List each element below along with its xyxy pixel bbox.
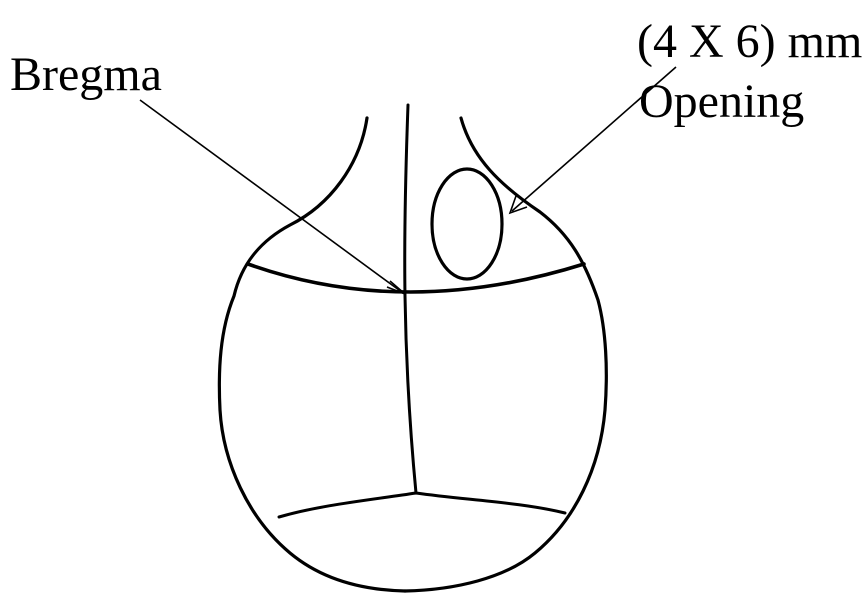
bregma-label: Bregma (10, 48, 162, 101)
opening-size-label: (4 X 6) mm (637, 15, 862, 68)
craniotomy-opening (432, 169, 502, 279)
lambdoid-suture (279, 493, 565, 517)
opening-label: Opening (639, 75, 804, 128)
opening-pointer-line (512, 67, 676, 211)
coronal-suture (248, 264, 584, 292)
skull-outline-right (405, 118, 606, 591)
skull-outline-left (219, 118, 405, 591)
sagittal-suture (405, 105, 416, 493)
